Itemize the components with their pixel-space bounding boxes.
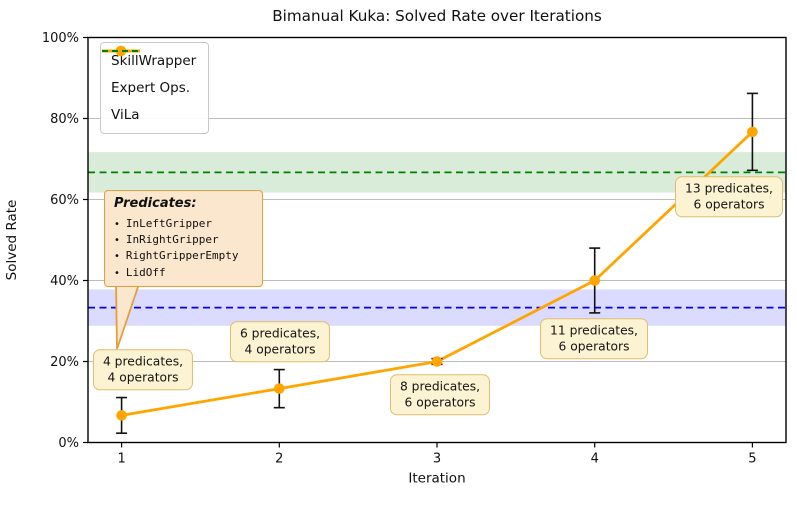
- plot-border: [87, 36, 787, 444]
- y-tick-label: 40%: [50, 274, 79, 289]
- chart-title: Bimanual Kuka: Solved Rate over Iteratio…: [272, 7, 602, 25]
- y-tick-label: 0%: [58, 436, 79, 451]
- data-point-marker: [589, 275, 601, 286]
- y-tick-label: 80%: [50, 112, 79, 127]
- x-tick-label: 4: [591, 452, 599, 467]
- y-tick-label: 60%: [50, 193, 79, 208]
- data-point-marker: [431, 356, 443, 367]
- y-tick-label: 100%: [42, 31, 79, 46]
- data-point-marker: [116, 410, 127, 421]
- data-point-marker: [747, 126, 758, 138]
- x-tick-label: 3: [433, 452, 441, 467]
- y-tick-label: 20%: [50, 355, 79, 370]
- x-axis-label: Iteration: [408, 471, 465, 487]
- data-point-marker: [273, 383, 285, 394]
- x-tick-label: 2: [275, 452, 283, 467]
- x-tick-label: 5: [748, 452, 756, 467]
- x-tick-label: 1: [117, 452, 125, 467]
- y-axis-label: Solved Rate: [4, 200, 20, 281]
